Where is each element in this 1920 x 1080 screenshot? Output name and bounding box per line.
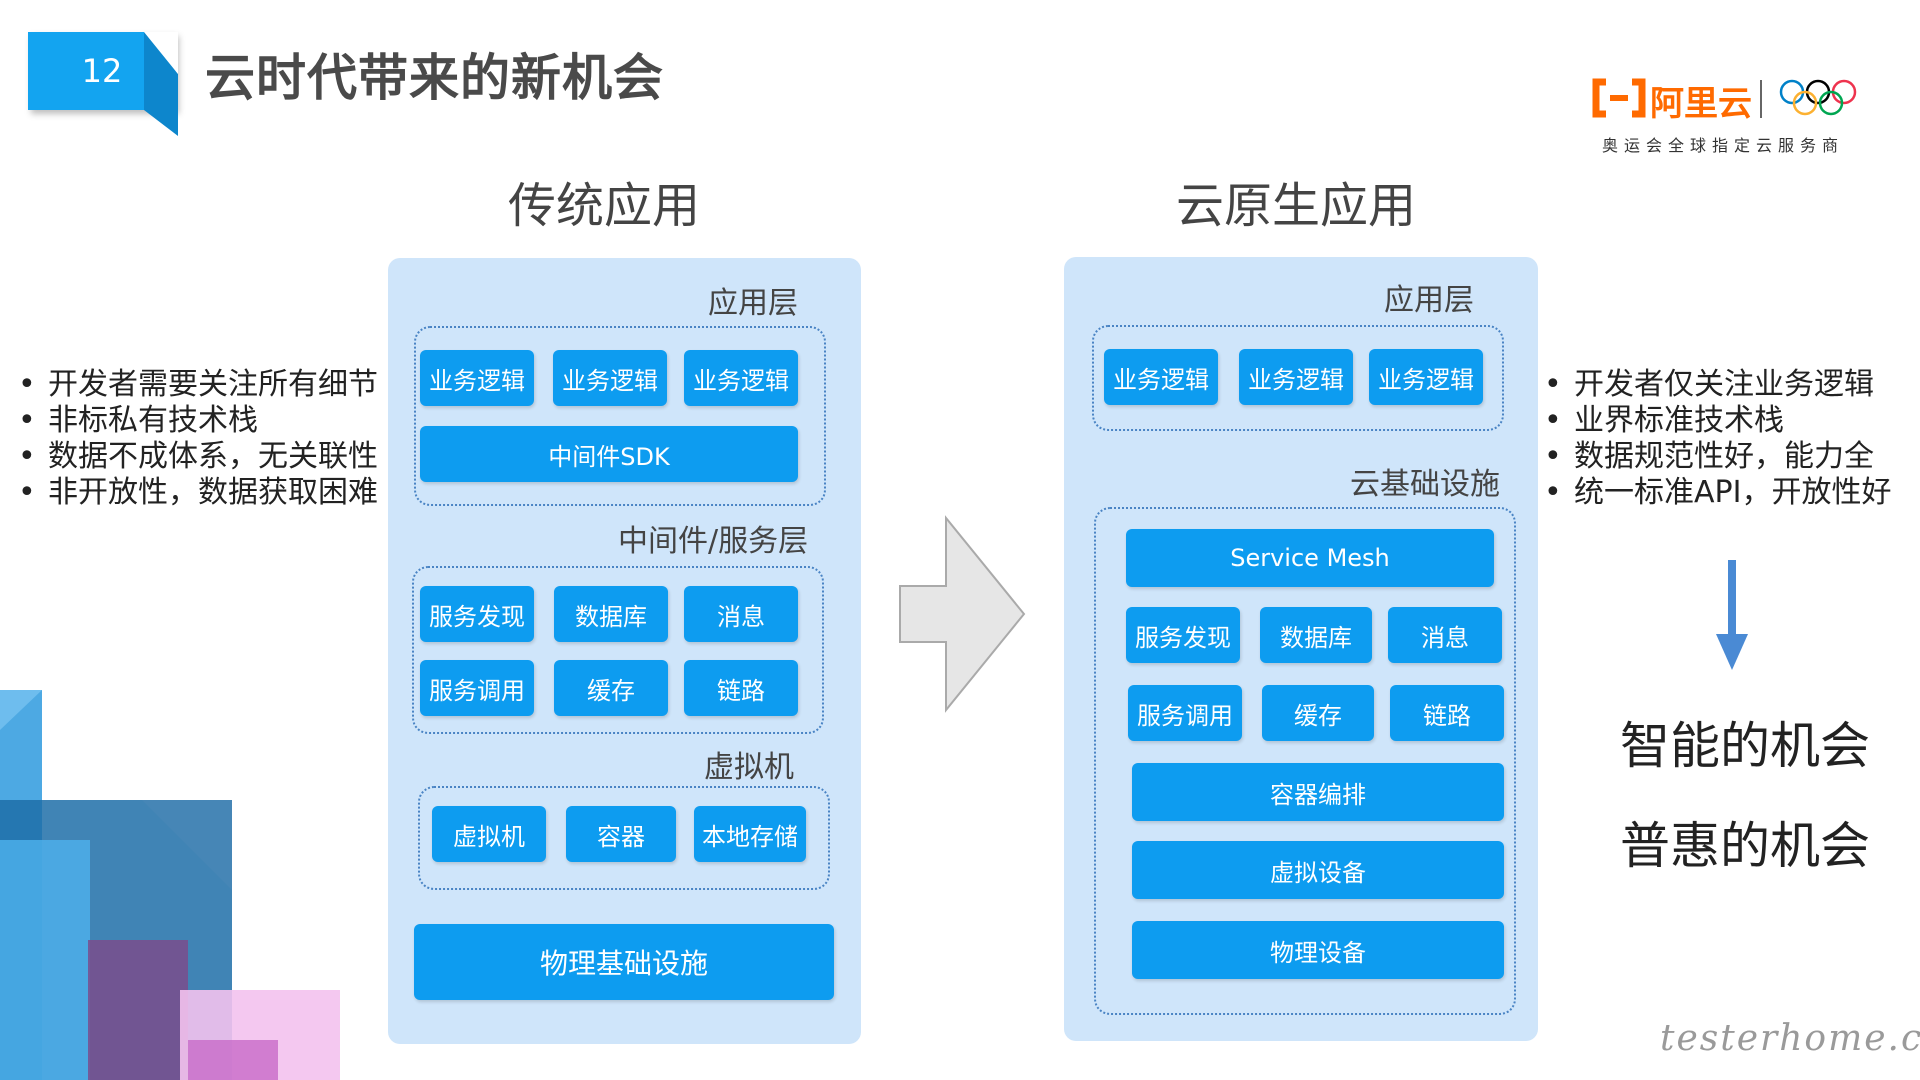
decorative-squares	[0, 690, 340, 1080]
middleware-layer-label: 中间件/服务层	[618, 524, 809, 559]
service-call-button[interactable]: 服务调用	[420, 660, 534, 716]
cloud-infra-label: 云基础设施	[1350, 467, 1500, 502]
service-mesh-button[interactable]: Service Mesh	[1126, 529, 1494, 587]
badge-fold-icon	[144, 32, 178, 136]
traditional-bullet: 数据不成体系，无关联性	[18, 439, 378, 475]
trace-button[interactable]: 链路	[684, 660, 798, 716]
cloud-native-bullet: 业界标准技术栈	[1544, 403, 1891, 439]
slide-title: 云时代带来的新机会	[205, 49, 664, 107]
transition-arrow-icon	[899, 515, 1026, 713]
middleware-layer-box	[412, 566, 824, 734]
app-layer-box	[414, 326, 826, 506]
cloud-native-bullets: 开发者仅关注业务逻辑 业界标准技术栈 数据规范性好，能力全 统一标准API，开放…	[1544, 367, 1891, 511]
local-storage-button[interactable]: 本地存储	[694, 806, 806, 862]
business-logic-button[interactable]: 业务逻辑	[420, 350, 534, 406]
vm-layer-box	[418, 786, 830, 890]
trace-button[interactable]: 链路	[1390, 685, 1504, 741]
app-layer-box	[1092, 325, 1504, 431]
logo-separator	[1760, 80, 1762, 118]
slide-number: 12	[81, 52, 123, 90]
message-button[interactable]: 消息	[684, 586, 798, 642]
cache-button[interactable]: 缓存	[1262, 685, 1374, 741]
business-logic-button[interactable]: 业务逻辑	[553, 350, 667, 406]
cloud-native-title: 云原生应用	[1176, 178, 1417, 234]
logo-brand-text: 阿里云	[1650, 84, 1752, 124]
vm-button[interactable]: 虚拟机	[432, 806, 546, 862]
physical-infra-button[interactable]: 物理基础设施	[414, 924, 834, 1000]
business-logic-button[interactable]: 业务逻辑	[1239, 349, 1353, 405]
olympic-rings-icon	[1779, 79, 1857, 116]
virtual-device-button[interactable]: 虚拟设备	[1132, 841, 1504, 899]
cloud-native-bullet: 数据规范性好，能力全	[1544, 439, 1891, 475]
service-discovery-button[interactable]: 服务发现	[1126, 607, 1240, 663]
app-layer-label: 应用层	[1384, 283, 1474, 318]
cache-button[interactable]: 缓存	[554, 660, 668, 716]
traditional-panel: 应用层 业务逻辑 业务逻辑 业务逻辑 中间件SDK 中间件/服务层 服务发现 数…	[388, 258, 861, 1044]
cloud-infra-box	[1094, 507, 1516, 1015]
service-call-button[interactable]: 服务调用	[1128, 685, 1242, 741]
traditional-bullet: 非开放性，数据获取困难	[18, 475, 378, 511]
traditional-bullet: 开发者需要关注所有细节	[18, 367, 378, 403]
physical-device-button[interactable]: 物理设备	[1132, 921, 1504, 979]
cloud-native-panel: 应用层 业务逻辑 业务逻辑 业务逻辑 云基础设施 Service Mesh 服务…	[1064, 257, 1538, 1041]
cloud-native-bullet: 统一标准API，开放性好	[1544, 475, 1891, 511]
vm-layer-label: 虚拟机	[704, 750, 794, 785]
middleware-sdk-button[interactable]: 中间件SDK	[420, 426, 798, 482]
database-button[interactable]: 数据库	[1260, 607, 1372, 663]
traditional-title: 传统应用	[508, 178, 701, 234]
message-button[interactable]: 消息	[1388, 607, 1502, 663]
aliyun-bracket-icon	[1592, 78, 1646, 118]
business-logic-button[interactable]: 业务逻辑	[1104, 349, 1218, 405]
opportunity-intelligent: 智能的机会	[1620, 717, 1870, 775]
business-logic-button[interactable]: 业务逻辑	[684, 350, 798, 406]
app-layer-label: 应用层	[708, 286, 798, 321]
cloud-native-bullet: 开发者仅关注业务逻辑	[1544, 367, 1891, 403]
aliyun-logo: 阿里云 奥运会全球指定云服务商	[1588, 72, 1868, 158]
down-arrow-icon	[1716, 560, 1748, 670]
container-button[interactable]: 容器	[566, 806, 676, 862]
container-orchestration-button[interactable]: 容器编排	[1132, 763, 1504, 821]
service-discovery-button[interactable]: 服务发现	[420, 586, 534, 642]
opportunity-inclusive: 普惠的机会	[1620, 817, 1870, 875]
business-logic-button[interactable]: 业务逻辑	[1369, 349, 1483, 405]
watermark: testerhome.com	[1660, 1018, 1920, 1059]
logo-subtitle: 奥运会全球指定云服务商	[1602, 136, 1845, 155]
traditional-bullet: 非标私有技术栈	[18, 403, 378, 439]
traditional-bullets: 开发者需要关注所有细节 非标私有技术栈 数据不成体系，无关联性 非开放性，数据获…	[18, 367, 378, 511]
database-button[interactable]: 数据库	[554, 586, 668, 642]
